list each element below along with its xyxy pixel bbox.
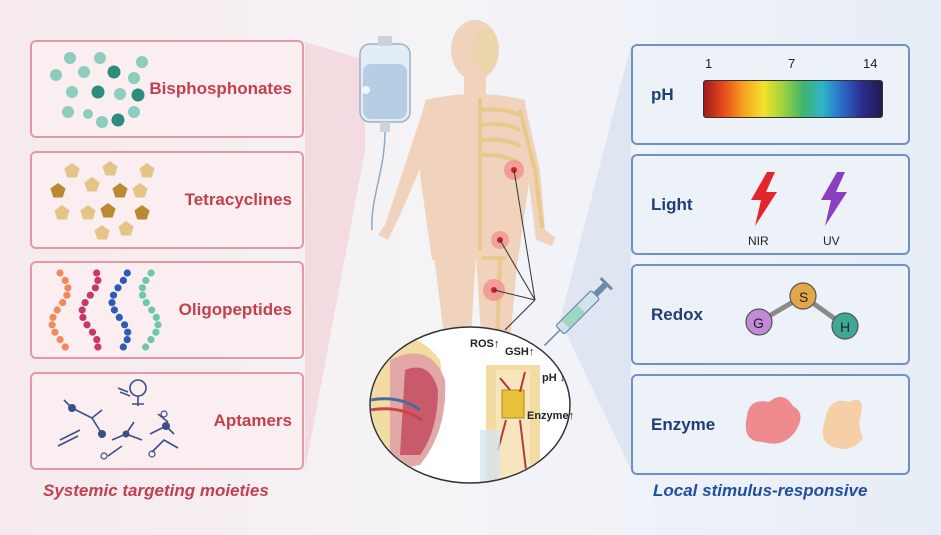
aptamers-label: Aptamers — [213, 411, 292, 430]
syringe-icon — [543, 276, 614, 347]
nir-lightning-icon — [751, 172, 777, 226]
inset-ros-label: ROS↑ — [470, 338, 500, 350]
panel-aptamers: Aptamers — [30, 372, 304, 470]
thiol-molecule-icon — [745, 282, 859, 340]
iv-bag-icon — [359, 36, 411, 231]
inset-gsh-label: GSH↑ — [505, 346, 535, 358]
tetracyclines-label: Tetracyclines — [184, 190, 292, 209]
panel-light: Light NIR UV — [631, 154, 910, 255]
panel-ph: pH 1 7 14 — [631, 44, 910, 145]
local-caption: Local stimulus-responsive — [653, 481, 868, 500]
atom-g-label: G — [753, 315, 764, 331]
panel-bisphosphonates: Bisphosphonates — [30, 40, 304, 138]
enzyme-label: Enzyme — [651, 414, 716, 434]
ph-tick-7: 7 — [788, 56, 796, 71]
oligopeptides-label: Oligopeptides — [178, 300, 292, 319]
oligopeptide-chains-icon — [48, 269, 162, 351]
systemic-caption: Systemic targeting moieties — [43, 481, 269, 500]
redox-label: Redox — [651, 304, 703, 324]
ph-label: pH — [651, 84, 674, 104]
ph-tick-14: 14 — [863, 56, 878, 71]
atom-h-label: H — [840, 319, 851, 335]
panel-tetracyclines: Tetracyclines — [30, 151, 304, 249]
ph-color-scale — [703, 80, 883, 118]
uv-label: UV — [823, 234, 840, 248]
panel-oligopeptides: Oligopeptides — [30, 261, 304, 359]
skeleton-half — [478, 98, 544, 381]
inset-enzyme-label: Enzyme↑ — [527, 410, 575, 422]
light-label: Light — [651, 194, 693, 214]
ph-tick-1: 1 — [705, 56, 713, 71]
tetracycline-pentagons-icon — [50, 161, 155, 240]
nir-label: NIR — [748, 234, 769, 248]
panel-redox: Redox G S H — [631, 264, 910, 365]
body-illustration — [359, 20, 614, 484]
aptamer-structures-icon — [57, 379, 179, 460]
atom-s-label: S — [799, 289, 809, 305]
bisphosphonate-dots-icon — [50, 52, 148, 128]
inset-ph-label: pH ↓ — [542, 372, 566, 384]
panel-enzyme: Enzyme — [631, 374, 910, 475]
bone-inset — [369, 326, 571, 484]
bisphosphonates-label: Bisphosphonates — [149, 79, 292, 98]
uv-lightning-icon — [821, 172, 847, 226]
enzyme-shapes-icon — [745, 396, 863, 449]
